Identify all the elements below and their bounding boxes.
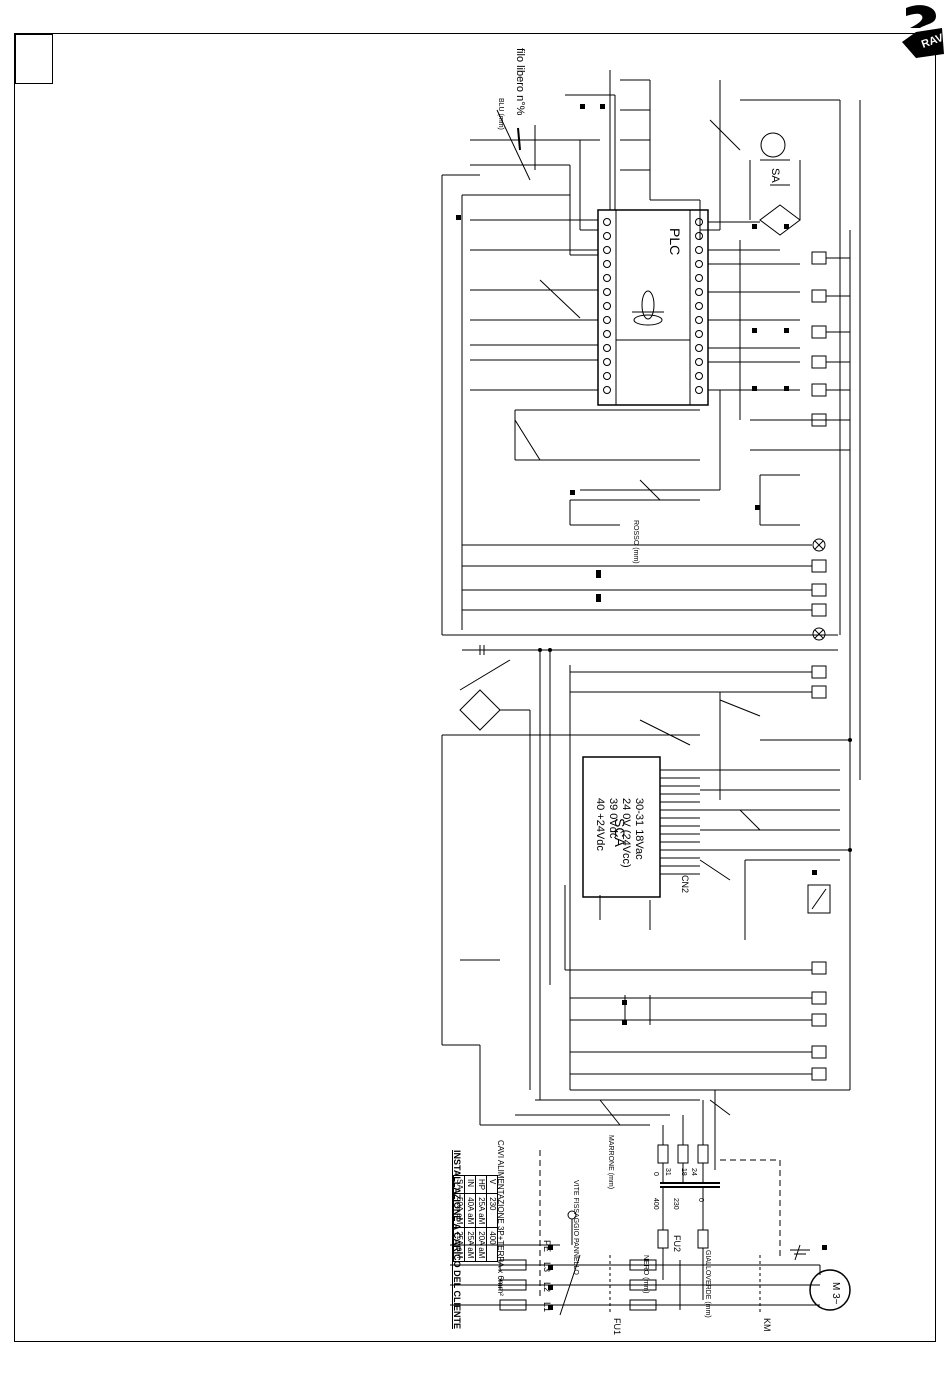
blue-wire-crossing bbox=[514, 419, 541, 461]
tap-label: 31 bbox=[664, 1168, 671, 1176]
sca-line: 30-31 18Vac bbox=[633, 798, 645, 860]
fuse-fu1-label: FU1 bbox=[612, 1318, 622, 1336]
table-cell: V bbox=[486, 1175, 498, 1194]
sca-connector-label: CN2 bbox=[680, 875, 690, 894]
table-row: HP 25A aM 20A aM bbox=[475, 1175, 487, 1262]
plc-terminals bbox=[603, 218, 703, 394]
terminal-marks bbox=[456, 104, 852, 1310]
corner-box bbox=[15, 34, 53, 84]
table-cell: 20A aM bbox=[475, 1227, 487, 1262]
motor-contactor-label: KM bbox=[762, 1318, 772, 1332]
level-sensor bbox=[807, 884, 831, 914]
fuse-fu2-label: FU2 bbox=[672, 1235, 682, 1253]
tap-label: 400 bbox=[652, 1198, 659, 1210]
table-cell: 40A aM bbox=[464, 1193, 476, 1228]
sensor-lamp bbox=[760, 132, 786, 158]
blue-wire-crossing bbox=[699, 859, 731, 881]
blue-wire-crossing bbox=[709, 119, 741, 151]
terminal-pe: PE bbox=[542, 1240, 552, 1253]
table-cell: 230 bbox=[486, 1193, 498, 1228]
sca-connector-pins bbox=[660, 769, 700, 875]
brown-wire-crossing bbox=[639, 719, 691, 746]
blue-wire-crossing bbox=[539, 279, 581, 319]
wire-note-brown: MARRONE (mm) bbox=[607, 1135, 614, 1190]
sca-line: 24 0V (24Vcc) bbox=[620, 798, 632, 868]
table-cell: 25A aM bbox=[475, 1193, 487, 1228]
terminal-l1: L1 bbox=[542, 1302, 552, 1313]
table-row: SA 50A aM 25A aM bbox=[453, 1175, 465, 1262]
tap-label: 0 bbox=[652, 1172, 659, 1176]
sca-line: 40 +24Vdc bbox=[594, 798, 606, 851]
sca-voltage-list: 30-31 18Vac 24 0V (24Vcc) 39 0Vdc 40 +24… bbox=[593, 798, 645, 868]
table-cell: 25A aM bbox=[453, 1227, 465, 1262]
terminal-l3: L3 bbox=[542, 1262, 552, 1273]
brown-wire-crossing bbox=[599, 1099, 621, 1126]
table-cell: HP bbox=[475, 1175, 487, 1194]
install-table: V 230 400 HP 25A aM 20A aM IN 40A aM 25A… bbox=[453, 1175, 498, 1262]
fuse-fu3 bbox=[657, 1144, 669, 1164]
tap-label: 0 bbox=[697, 1198, 704, 1202]
red-wire-crossing bbox=[719, 699, 761, 717]
tap-label: 18 bbox=[680, 1168, 687, 1176]
tap-label: 230 bbox=[672, 1198, 679, 1210]
red-wire-crossing bbox=[709, 1099, 731, 1116]
bridge-rectifier bbox=[759, 204, 801, 236]
rectifier-prd bbox=[459, 689, 501, 731]
fuse-fu2-b bbox=[697, 1229, 709, 1249]
table-row: IN 40A aM 25A aM bbox=[464, 1175, 476, 1262]
blue-wire-crossing bbox=[739, 809, 761, 831]
fuse-fu2-a bbox=[657, 1229, 669, 1249]
plc-label: PLC bbox=[667, 228, 683, 256]
sca-block bbox=[582, 756, 661, 898]
wire-note-yellowgreen: GIALLOVERDE (mm) bbox=[704, 1250, 711, 1318]
sensor-label: SA bbox=[769, 168, 781, 183]
tap-label: 24 bbox=[690, 1168, 697, 1176]
top-wire-crossing bbox=[496, 109, 531, 181]
free-wire-note: filo libero n°% bbox=[514, 48, 526, 116]
customer-fuse bbox=[499, 1259, 527, 1271]
lamp-ls1 bbox=[812, 627, 826, 641]
fuse-fu1 bbox=[629, 1259, 657, 1271]
table-cell: IN bbox=[464, 1175, 476, 1194]
fuse-fu5 bbox=[697, 1144, 709, 1164]
ground-note: VITE FISSAGGIO PANNELLO bbox=[572, 1180, 579, 1275]
header-rule bbox=[38, 33, 898, 34]
motor-label: M 3~ bbox=[830, 1282, 841, 1305]
table-cell: 25A aM bbox=[464, 1227, 476, 1262]
lamp-ls2 bbox=[812, 538, 826, 552]
wire-note-black: NERO (mm) bbox=[642, 1255, 649, 1294]
table-cell: 50A aM bbox=[453, 1193, 465, 1228]
fuse-fu4 bbox=[677, 1144, 689, 1164]
table-cell: SA bbox=[453, 1175, 465, 1194]
table-row: V 230 400 bbox=[486, 1175, 498, 1262]
terminal-l2: L2 bbox=[542, 1282, 552, 1293]
motor bbox=[809, 1269, 851, 1311]
plc-block bbox=[597, 209, 709, 406]
wire-note-red: ROSSO (mm) bbox=[632, 520, 639, 564]
table-cell: 400 bbox=[486, 1227, 498, 1262]
sca-line: 39 0Vdc bbox=[607, 798, 619, 839]
rav-logo: RAV bbox=[902, 5, 946, 58]
relay-coils bbox=[811, 251, 827, 1081]
wire-note-blue: BLU (mm) bbox=[497, 98, 504, 130]
